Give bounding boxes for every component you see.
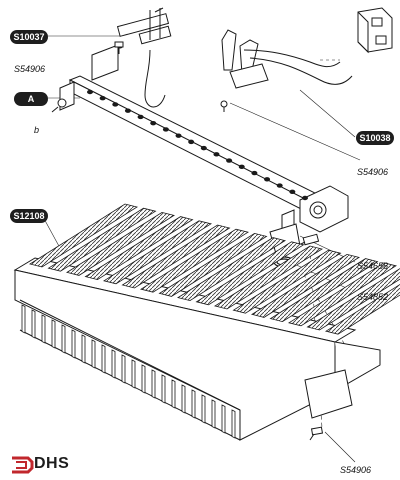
injector-nozzle bbox=[226, 158, 233, 163]
rail-tooth bbox=[21, 304, 26, 334]
injector-nozzle bbox=[137, 114, 144, 120]
ref-label-s54906-right: S54906 bbox=[357, 167, 389, 177]
control-module bbox=[357, 7, 393, 54]
rail-tooth bbox=[171, 379, 176, 409]
injector-nozzle bbox=[124, 108, 131, 113]
injector-nozzle bbox=[302, 195, 308, 201]
rail-tooth bbox=[231, 409, 236, 439]
burner-bar bbox=[65, 211, 176, 276]
burner-bar bbox=[47, 207, 157, 272]
rail-tooth bbox=[71, 329, 76, 359]
rail-tooth bbox=[31, 309, 36, 339]
rail-tooth bbox=[121, 354, 126, 384]
screw-s54906-bottom bbox=[309, 426, 324, 441]
burner-bar bbox=[28, 203, 139, 268]
part-tag-s12108: S12108 bbox=[10, 209, 48, 223]
rail-tooth bbox=[211, 399, 216, 429]
burner-bar bbox=[139, 228, 250, 293]
injector-nozzle bbox=[162, 127, 169, 132]
injector-nozzle bbox=[87, 89, 93, 95]
screw-s54906-top bbox=[114, 41, 124, 54]
burner-bar bbox=[269, 258, 379, 323]
burner-rail-teeth bbox=[21, 304, 236, 439]
part-tag-a: A bbox=[14, 92, 48, 106]
injector-nozzle bbox=[276, 183, 283, 188]
part-tag-s10037: S10037 bbox=[10, 30, 48, 44]
injector-nozzle bbox=[150, 120, 157, 126]
burner-bar bbox=[287, 262, 398, 327]
rail-tooth bbox=[161, 374, 166, 404]
injector-nozzle bbox=[213, 152, 220, 157]
burner-bar bbox=[324, 283, 400, 335]
injector-nozzle bbox=[99, 96, 106, 101]
rail-tooth bbox=[181, 384, 186, 414]
rail-tooth bbox=[91, 339, 96, 369]
ref-label-s54906-bottom: S54906 bbox=[340, 465, 372, 475]
injector-nozzle bbox=[175, 133, 182, 138]
ref-label-s54852: S54852 bbox=[357, 292, 389, 302]
burner-bar bbox=[306, 268, 400, 331]
injector-nozzles bbox=[87, 89, 308, 201]
rail-tooth bbox=[111, 349, 116, 379]
burner-bar bbox=[250, 253, 361, 318]
burner-rail-assembly bbox=[13, 257, 381, 441]
injector-nozzle bbox=[112, 102, 119, 107]
rail-tooth bbox=[41, 314, 46, 344]
injector-nozzle bbox=[200, 145, 207, 151]
ref-label-s54906-top: S54906 bbox=[14, 64, 46, 74]
injector-nozzle bbox=[251, 170, 258, 176]
injector-nozzle bbox=[238, 164, 245, 170]
ref-label-b: b bbox=[34, 125, 40, 135]
burner-bar bbox=[176, 237, 287, 302]
burner-bar bbox=[84, 216, 194, 281]
burner-bar bbox=[195, 241, 305, 306]
part-tag-s10038: S10038 bbox=[356, 131, 394, 145]
rail-tooth bbox=[141, 364, 146, 394]
rail-tooth bbox=[191, 389, 196, 419]
rail-tooth bbox=[81, 334, 86, 364]
burner-manifold bbox=[59, 75, 349, 255]
burner-bar bbox=[158, 232, 268, 297]
burner-bar bbox=[213, 245, 324, 310]
rail-tooth bbox=[61, 324, 66, 354]
screw-b bbox=[51, 98, 67, 113]
screw-s54656 bbox=[296, 233, 320, 247]
dhs-logo-text: DHS bbox=[34, 455, 70, 472]
rail-tooth bbox=[201, 394, 206, 424]
ref-label-s54656: S54656 bbox=[357, 261, 389, 271]
dhs-logo bbox=[12, 456, 34, 474]
rail-tooth bbox=[131, 359, 136, 389]
burner-bar bbox=[102, 220, 213, 285]
rail-tooth bbox=[221, 404, 226, 434]
injector-nozzle bbox=[289, 189, 296, 194]
burner-bar bbox=[232, 249, 342, 314]
burner-bars bbox=[28, 203, 400, 335]
rail-tooth bbox=[101, 344, 106, 374]
rail-tooth bbox=[51, 319, 56, 349]
electrode-assembly-right bbox=[220, 29, 353, 112]
injector-nozzle bbox=[188, 139, 195, 145]
burner-bar bbox=[121, 224, 231, 289]
rail-tooth bbox=[151, 369, 156, 399]
injector-nozzle bbox=[264, 177, 271, 182]
